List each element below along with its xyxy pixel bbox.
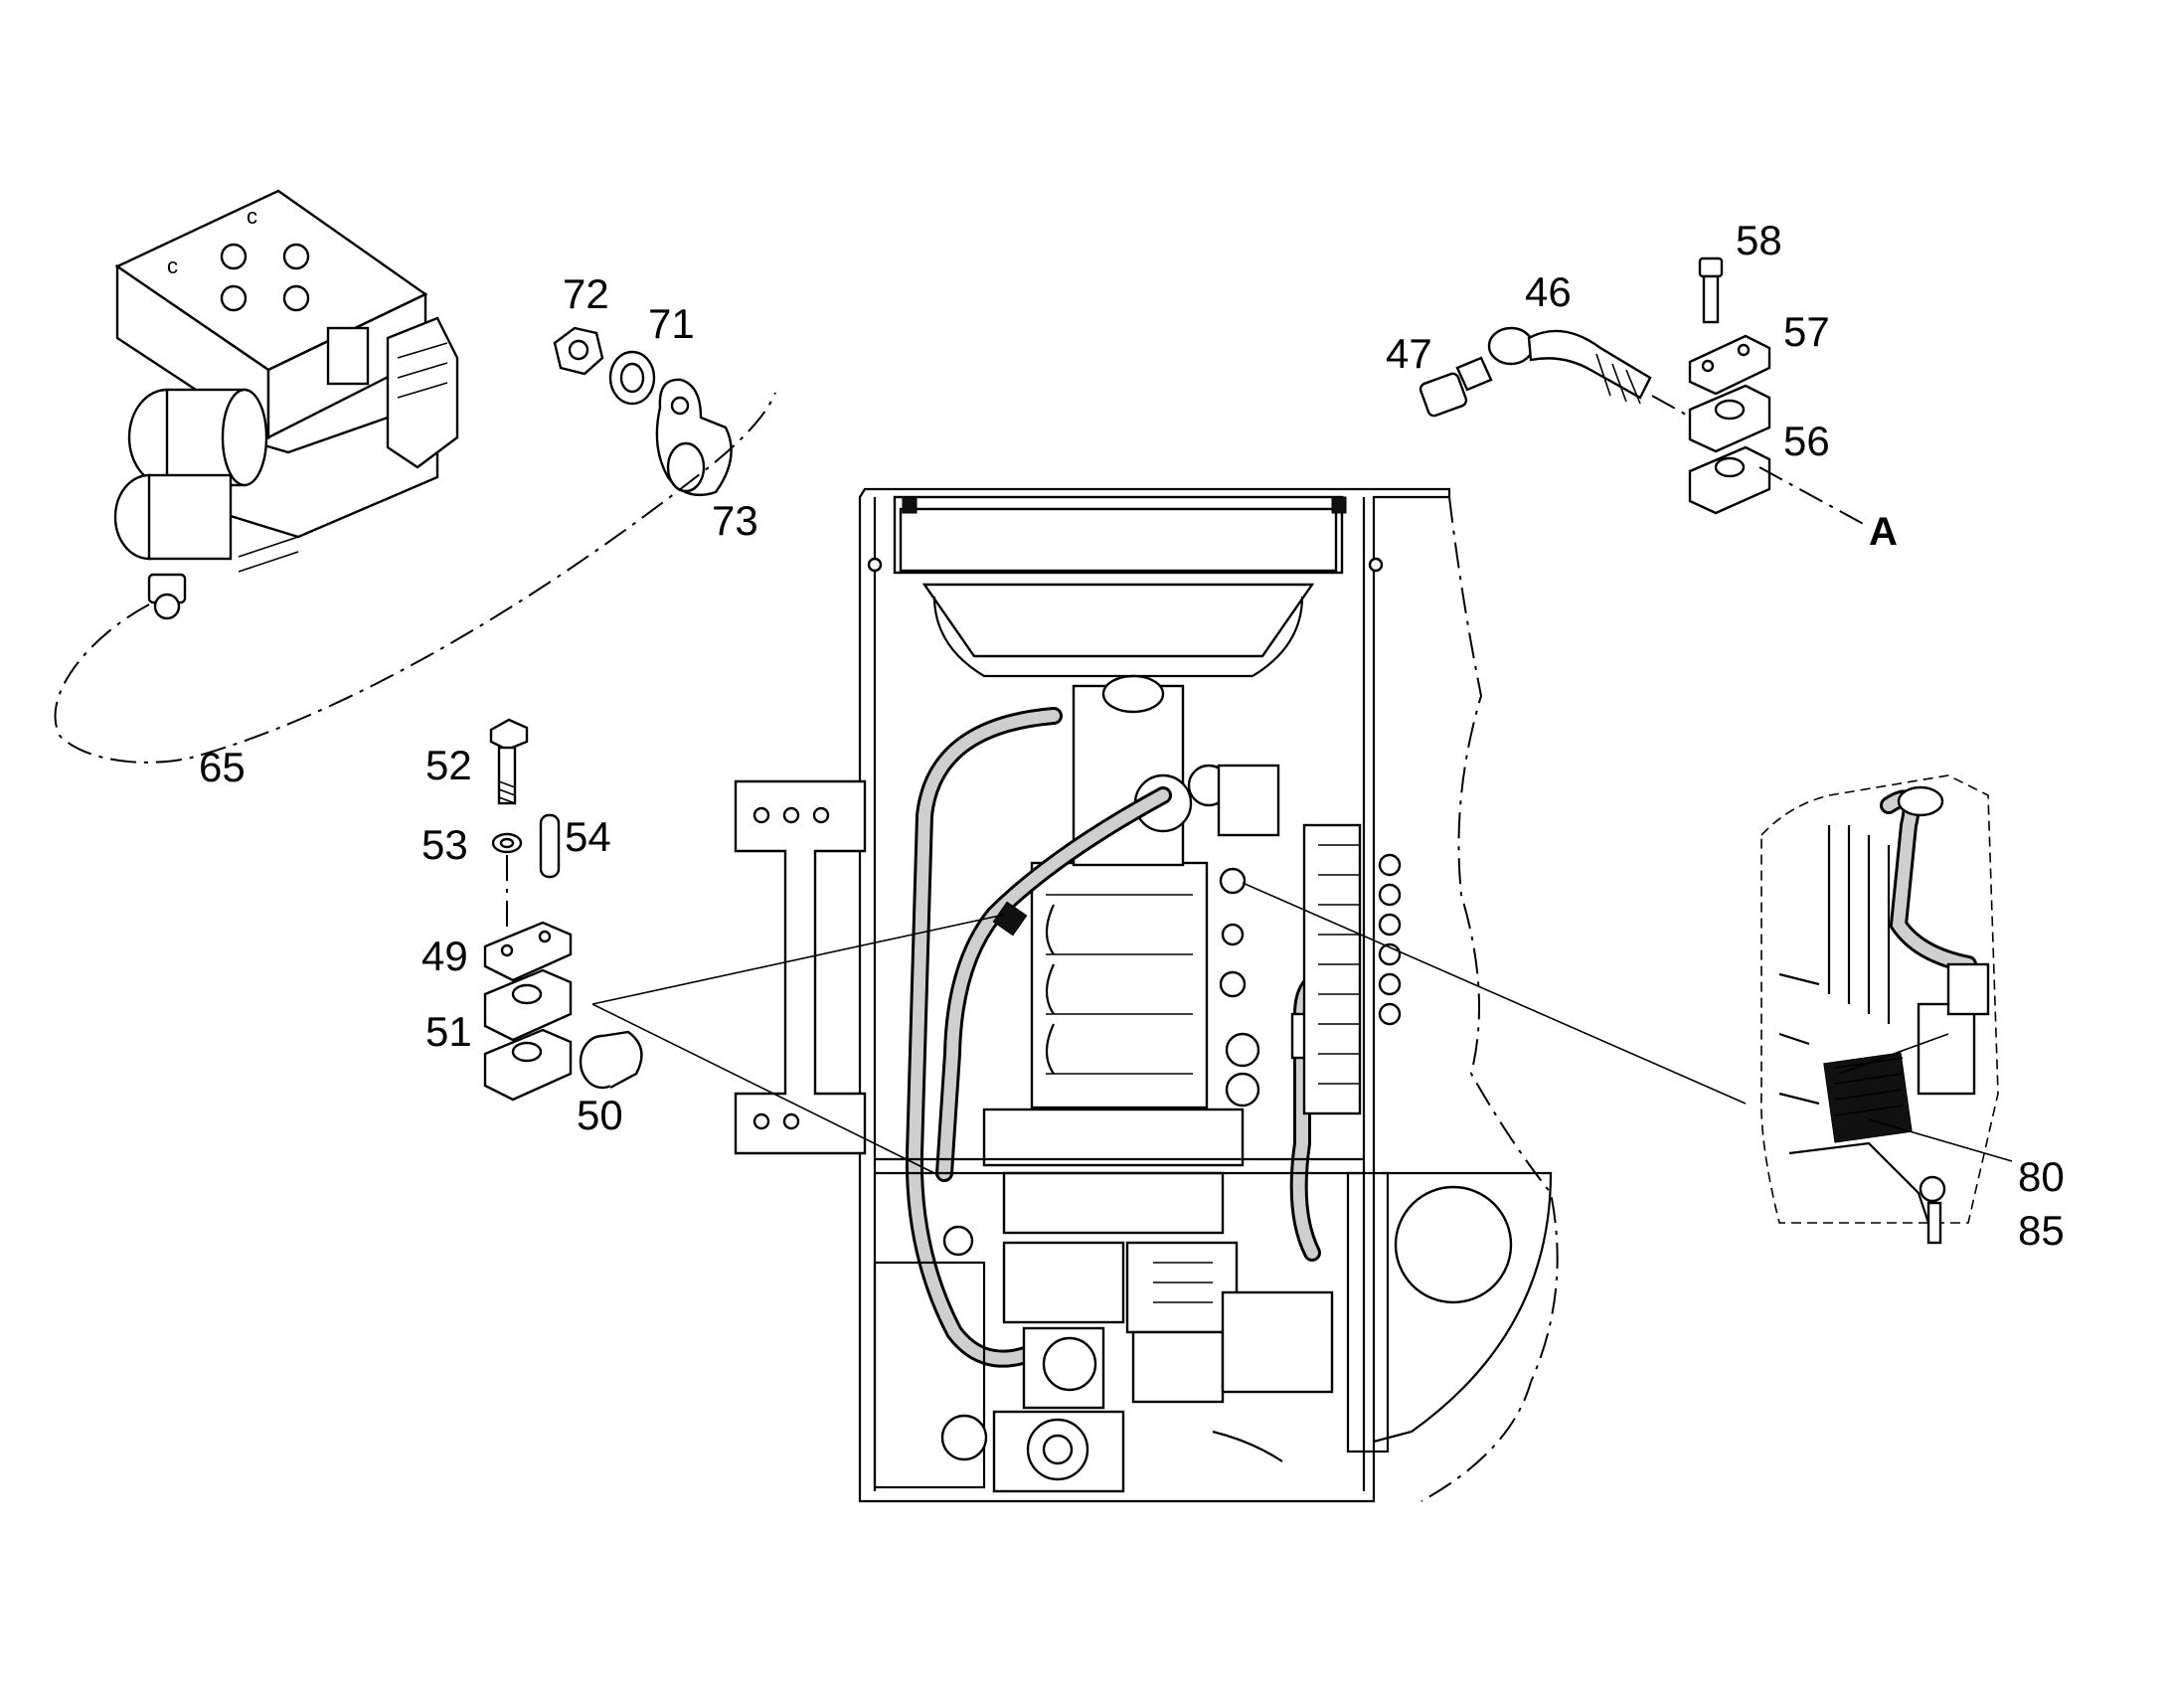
callout-50: 50 bbox=[577, 1092, 623, 1138]
callout-80: 80 bbox=[2018, 1153, 2065, 1200]
view-label-a: A bbox=[1869, 510, 1898, 554]
engine-detail-inset bbox=[1242, 774, 2013, 1245]
lower-right-panel bbox=[1373, 1171, 1553, 1444]
callout-57: 57 bbox=[1783, 308, 1830, 355]
callout-72: 72 bbox=[563, 270, 609, 317]
hose-route-line-65 bbox=[54, 392, 776, 764]
callout-85: 85 bbox=[2018, 1207, 2065, 1254]
callout-71: 71 bbox=[648, 300, 695, 347]
callout-73: 73 bbox=[712, 497, 758, 544]
svg-text:c: c bbox=[247, 204, 257, 229]
callout-47: 47 bbox=[1386, 330, 1432, 377]
round-cover bbox=[1394, 1185, 1513, 1304]
valve-block-assembly: c c bbox=[113, 189, 459, 620]
cutaway-outline bbox=[1421, 496, 1559, 1502]
nut-washer-clamp-group bbox=[553, 326, 733, 497]
main-frame-view bbox=[734, 487, 1451, 1503]
callout-56: 56 bbox=[1783, 418, 1830, 464]
callout-65: 65 bbox=[199, 744, 246, 790]
callout-58: 58 bbox=[1736, 217, 1782, 263]
callout-53: 53 bbox=[421, 821, 468, 868]
clamp-bolt-group bbox=[483, 718, 1005, 1174]
callout-46: 46 bbox=[1525, 268, 1572, 315]
hose-fitting-group bbox=[1419, 256, 1870, 528]
callout-54: 54 bbox=[565, 813, 611, 860]
callout-52: 52 bbox=[425, 742, 472, 788]
svg-text:c: c bbox=[167, 254, 178, 278]
callout-51: 51 bbox=[425, 1008, 472, 1055]
callout-49: 49 bbox=[421, 933, 468, 979]
